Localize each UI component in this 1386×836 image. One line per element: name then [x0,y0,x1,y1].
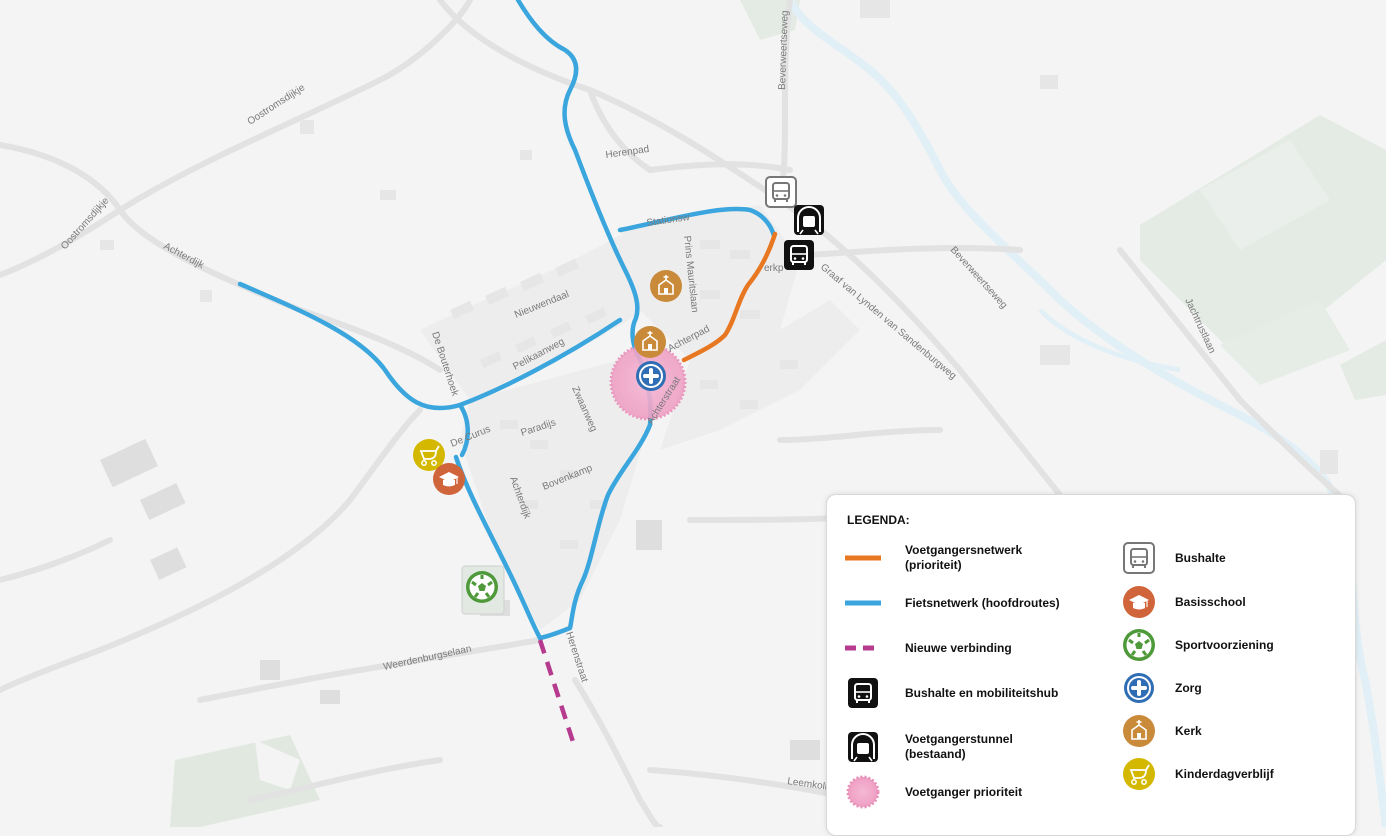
legend-item-fietsnetwerk: Fietsnetwerk (hoofdroutes) [835,586,1060,620]
bus-hub-icon [847,677,879,709]
new-connection[interactable] [537,639,578,749]
health-cross-icon[interactable] [634,359,668,393]
pedestrian-priority-swatch [846,775,880,809]
church-icon [1122,714,1156,748]
soccer-ball-icon [1122,628,1156,662]
cycling-network[interactable] [237,0,777,641]
bus-stop-icon[interactable] [765,176,797,208]
blue-line-swatch [845,600,881,606]
legend-item-bushalte-mobiliteitshub: Bushalte en mobiliteitshub [835,676,1058,710]
bus-stop-icon [1123,542,1155,574]
legend-item-basisschool: Basisschool [1111,585,1246,619]
street-label: Beverweertseweg [777,10,791,90]
health-cross-icon [1122,671,1156,705]
legend-item-voetganger-prioriteit: Voetganger prioriteit [835,775,1022,809]
purple-dashed-swatch [845,645,881,651]
legend-item-kerk: Kerk [1111,714,1202,748]
tunnel-icon [847,731,879,763]
legend-item-zorg: Zorg [1111,671,1202,705]
street-label: erkp [764,263,784,274]
orange-line-swatch [845,555,881,561]
church-icon[interactable] [649,269,683,303]
legend-item-voetgangersnetwerk: Voetgangersnetwerk (prioriteit) [835,541,1022,575]
school-icon[interactable] [432,462,466,496]
soccer-ball-icon[interactable] [464,569,500,605]
legend-item-sportvoorziening: Sportvoorziening [1111,628,1274,662]
church-icon[interactable] [633,325,667,359]
river [786,0,1386,827]
meadow-fields [170,0,1386,827]
legend-item-bushalte: Bushalte [1111,541,1226,575]
stroller-icon [1122,757,1156,791]
legend-item-nieuwe-verbinding: Nieuwe verbinding [835,631,1012,665]
school-icon [1122,585,1156,619]
legend-item-kinderdagverblijf: Kinderdagverblijf [1111,757,1274,791]
pedestrian-network[interactable] [681,231,778,363]
legend-item-voetgangerstunnel: Voetgangerstunnel (bestaand) [835,730,1013,764]
map-legend: LEGENDA: Voetgangersnetwerk (prioriteit)… [826,494,1356,836]
tunnel-icon[interactable] [793,204,825,236]
legend-title: LEGENDA: [847,513,910,527]
urban-blocks [99,0,1338,760]
bus-hub-icon[interactable] [783,239,815,271]
